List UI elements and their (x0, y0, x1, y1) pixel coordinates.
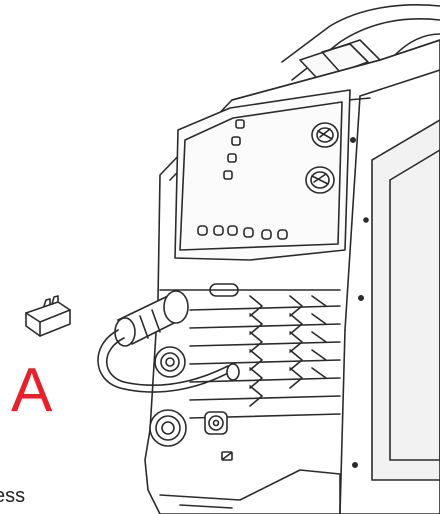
vent-grille (159, 283, 341, 419)
power-socket-icon (149, 409, 187, 447)
lower-knob (305, 166, 335, 194)
torch-connector (97, 290, 240, 393)
control-socket-icon (204, 411, 228, 435)
torch-cable (97, 329, 231, 393)
callout-label-a: A (11, 356, 53, 425)
ground-symbol-icon (221, 451, 233, 461)
upper-knob (311, 122, 339, 148)
bottom-indicators (197, 225, 288, 240)
connector-plug-icon (25, 295, 71, 337)
upper-socket (154, 346, 186, 378)
side-indicators (223, 119, 245, 180)
control-panel (174, 89, 351, 261)
caption-text-fragment: ess (0, 485, 26, 507)
